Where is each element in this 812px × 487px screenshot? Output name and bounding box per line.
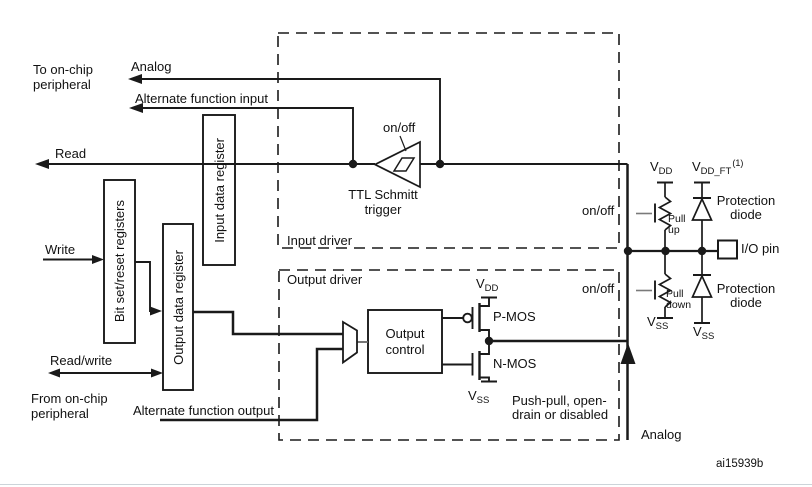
bit-set-reset-register-label: Bit set/reset registers — [104, 180, 135, 343]
hysteresis-glyph — [392, 157, 416, 172]
output-mode-note: Push-pull, open-drain or disabled — [512, 393, 609, 422]
analog-input-label: Analog — [131, 59, 172, 74]
output-driver-dashed-box — [278, 269, 620, 441]
pmos-label: P-MOS — [493, 309, 536, 324]
protection-diode-top-label: Protection diode — [716, 193, 776, 222]
read-label: Read — [55, 146, 87, 161]
bit-set-reset-box — [103, 179, 136, 344]
pmos-vdd-label: VDD — [476, 276, 499, 294]
protection-diode-top-symbol — [691, 181, 713, 251]
io-pin-label: I/O pin — [741, 241, 780, 256]
junction-dots — [348, 159, 707, 346]
from-onchip-peripheral-label: From on-chip peripheral — [31, 391, 108, 421]
read-left-arrowhead — [35, 159, 49, 169]
output-data-register-box — [162, 223, 194, 391]
thick-wires — [160, 164, 629, 440]
pullup-vdd-label: VDD — [650, 159, 673, 177]
protection-diode-bottom-label: Protection diode — [716, 281, 776, 310]
output-data-register-text: Output data register — [170, 249, 186, 365]
output-control-text: Output control — [385, 325, 425, 357]
pulldown-on-off-label: on/off — [582, 281, 615, 296]
on-off-pointer-line — [399, 135, 407, 152]
write-label: Write — [45, 242, 76, 257]
diode-vss-label: VSS — [693, 324, 715, 342]
analog-up-arrowhead — [620, 343, 636, 364]
schmitt-on-off-label: on/off — [383, 120, 416, 135]
ttl-schmitt-trigger-label: TTL Schmitt trigger — [348, 187, 418, 217]
alt-function-input-label: Alternate function input — [135, 91, 268, 106]
bit-set-reset-register-text: Bit set/reset registers — [112, 200, 127, 323]
readwrite-left-arrowhead — [48, 368, 60, 378]
read-write-label: Read/write — [50, 353, 113, 368]
alt-function-output-label: Alternate function output — [133, 403, 274, 418]
vdd-ft-label: VDD_FT (1) — [692, 158, 744, 177]
protection-diode-bottom-symbol — [691, 251, 713, 324]
nmos-label: N-MOS — [493, 356, 537, 371]
alt-function-input-wire — [132, 107, 354, 164]
to-onchip-peripheral-label: To on-chip peripheral — [33, 62, 93, 92]
nmos-transistor-symbol — [442, 341, 497, 383]
pullup-on-off-label: on/off — [582, 203, 615, 218]
input-driver-title: Input driver — [287, 233, 353, 248]
afi-left-arrowhead — [129, 103, 143, 113]
bitreg-to-odr-wire — [135, 261, 152, 312]
input-driver-dashed-box — [277, 32, 620, 249]
alt-function-output-wire — [160, 347, 343, 422]
pull-vss-label: VSS — [647, 314, 669, 332]
pullup-resistor-symbol — [636, 181, 673, 251]
io-pin-pad — [717, 239, 738, 260]
analog-output-label: Analog — [641, 427, 682, 442]
output-driver-title: Output driver — [287, 272, 363, 287]
input-data-register-text: Input data register — [211, 137, 227, 243]
mux-symbol — [342, 320, 368, 365]
schmitt-trigger-symbol — [373, 135, 421, 189]
pmos-transistor-symbol — [442, 296, 497, 341]
bitreg-arrowhead — [150, 306, 162, 316]
register-boxes — [103, 114, 443, 391]
write-right-arrowhead — [92, 255, 104, 264]
input-data-register-label: Input data register — [203, 115, 235, 265]
readwrite-right-arrowhead — [151, 368, 163, 378]
output-control-label: Output control — [368, 310, 442, 373]
pull-down-label: Pull down — [666, 288, 692, 311]
input-data-register-box — [202, 114, 236, 266]
nmos-vss-label: VSS — [468, 388, 490, 406]
screen-bottom-edge — [0, 484, 812, 485]
analog-input-wire — [131, 78, 441, 164]
pull-up-label: Pull up — [668, 213, 686, 236]
odr-to-mux-wire — [193, 310, 343, 336]
figure-id: ai15939b — [716, 458, 764, 470]
arrowheads — [35, 74, 636, 378]
output-data-register-label: Output data register — [163, 224, 193, 390]
analog-left-arrowhead — [128, 74, 142, 84]
